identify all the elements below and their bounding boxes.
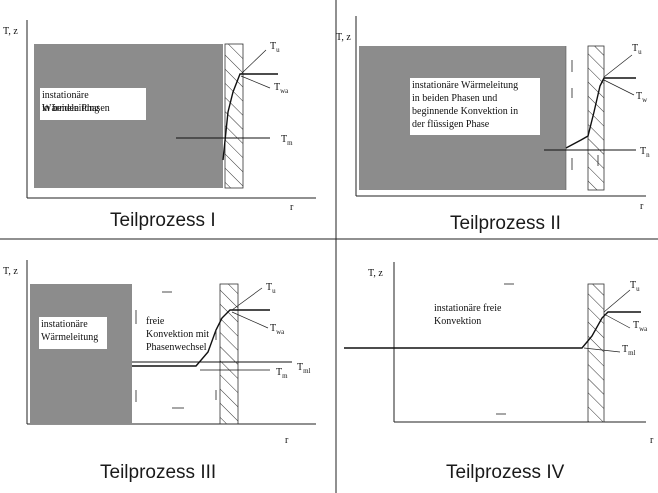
wall-hatch — [219, 283, 239, 425]
solid-phase-block — [30, 284, 132, 424]
wall-hatch — [587, 283, 605, 423]
label-tml: Tml — [297, 362, 311, 375]
y-axis-label: T, z — [3, 266, 18, 277]
panel-teilprozess-2: T, z r instationäre Wärmeleitung in beid… — [336, 0, 658, 239]
x-axis-label: r — [650, 435, 654, 446]
label-twa: Twa — [270, 323, 285, 336]
label-tu: Tu — [270, 41, 280, 54]
box-line: beginnende Konvektion in — [412, 106, 519, 117]
y-axis-label: T, z — [3, 26, 18, 37]
wall-hatch — [587, 45, 605, 191]
free-convection-text: Konvektion mit — [146, 329, 210, 340]
label-twa: Tw — [636, 91, 648, 104]
description-box: instationäre Wärmeleitung in beiden Phas… — [40, 88, 146, 120]
label-tu: Tu — [632, 43, 642, 56]
box-line: instationäre Wärmeleitung — [412, 80, 519, 91]
free-convection-text: instationäre freie — [434, 303, 502, 314]
panel-teilprozess-1: T, z r instationäre Wärmeleitung in beid… — [0, 0, 336, 239]
x-axis-label: r — [290, 202, 294, 213]
panel-caption: Teilprozess III — [100, 462, 217, 483]
x-axis-label: r — [285, 435, 289, 446]
panel-caption: Teilprozess II — [450, 213, 561, 234]
temperature-profile — [222, 73, 278, 161]
y-axis-label: T, z — [368, 268, 383, 279]
box-line: instationäre Wärmeleitung — [42, 90, 100, 114]
free-convection-text: Phasenwechsel — [146, 342, 207, 353]
y-axis-label: T, z — [336, 32, 351, 43]
description-box: instationäre Wärmeleitung in beiden Phas… — [410, 78, 540, 135]
temperature-profile — [344, 311, 641, 349]
label-twa: Twa — [633, 320, 648, 333]
box-line: in beiden Phasen und — [412, 93, 498, 104]
temperature-profile — [565, 77, 636, 149]
box-line: Wärmeleitung — [41, 332, 99, 343]
box-line: der flüssigen Phase — [412, 119, 490, 130]
box-line: in beiden Phasen — [42, 103, 110, 114]
wall-hatch — [224, 43, 244, 189]
label-twa: Twa — [274, 82, 289, 95]
box-line: instationäre — [41, 319, 88, 330]
x-axis-label: r — [640, 201, 644, 212]
panel-caption: Teilprozess I — [110, 210, 216, 231]
diagram-4 — [344, 262, 646, 423]
panel-caption: Teilprozess IV — [446, 462, 565, 483]
label-tu: Tu — [266, 282, 276, 295]
label-tm: Tn — [640, 146, 650, 159]
panel-teilprozess-4: T, z r instationäre freie Konvektion Tu … — [336, 240, 658, 493]
label-tm: Tm — [281, 134, 293, 147]
description-box: instationäre Wärmeleitung — [39, 317, 107, 349]
free-convection-text: freie — [146, 316, 165, 327]
diagram-3 — [26, 260, 316, 425]
panel-teilprozess-3: T, z r instationäre Wärmeleitung freie K… — [0, 240, 336, 493]
free-convection-text: Konvektion — [434, 316, 482, 327]
label-tm: Tm — [276, 367, 288, 380]
label-tu: Tu — [630, 280, 640, 293]
label-tml: Tml — [622, 344, 636, 357]
